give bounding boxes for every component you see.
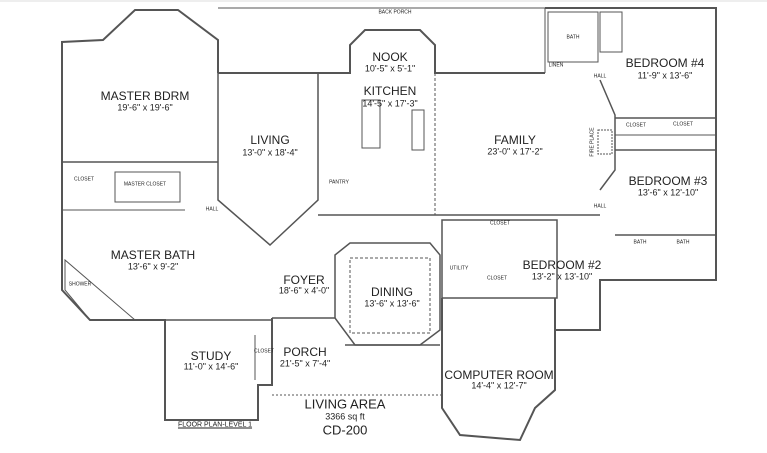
- label-shower: SHOWER: [68, 281, 92, 288]
- room-size-living: 13'-0" x 18'-4": [242, 147, 298, 158]
- room-name-bedroom-2: BEDROOM #2: [522, 258, 602, 272]
- label-bath: BATH: [566, 34, 580, 41]
- computer-room-wall: [441, 298, 556, 442]
- room-size-dining: 13'-6" x 13'-6": [364, 298, 420, 309]
- label-closet: CLOSET: [253, 348, 275, 355]
- label-master-closet: MASTER CLOSET: [123, 181, 167, 188]
- room-name-kitchen: KITCHEN: [363, 84, 417, 98]
- label-utility: UTILITY: [449, 265, 469, 272]
- label-back-porch: BACK PORCH: [378, 9, 412, 16]
- label-bath: BATH: [676, 239, 690, 246]
- porch-wall: [272, 317, 440, 346]
- room-size-family: 23'-0" x 17'-2": [487, 146, 543, 157]
- room-size-foyer: 18'-6" x 4'-0": [278, 285, 330, 296]
- room-size-bedroom-2: 13'-2" x 13'-10": [531, 271, 593, 282]
- room-name-study: STUDY: [190, 349, 232, 363]
- room-name-computer-room: COMPUTER ROOM: [444, 368, 554, 382]
- label-hall: HALL: [593, 73, 607, 80]
- room-size-master-bdrm: 19'-6" x 19'-6": [117, 102, 173, 113]
- room-name-family: FAMILY: [494, 133, 536, 147]
- label-closet: CLOSET: [672, 121, 694, 128]
- room-size-bedroom-4: 11'-9" x 13'-6": [637, 70, 693, 81]
- room-size-study: 11'-0" x 14'-6": [183, 361, 239, 372]
- master-wing-wall: [61, 9, 273, 421]
- label-bath: BATH: [633, 239, 647, 246]
- room-size-computer-room: 14'-4" x 12'-7": [471, 380, 527, 391]
- room-name-master-bdrm: MASTER BDRM: [100, 89, 190, 103]
- room-size-nook: 10'-5" x 5'-1": [364, 63, 416, 74]
- room-name-living: LIVING: [250, 133, 290, 147]
- room-size-porch: 21'-5" x 7'-4": [279, 358, 331, 369]
- label-linen: LINEN: [548, 62, 564, 69]
- room-name-foyer: FOYER: [283, 273, 325, 287]
- room-name-nook: NOOK: [372, 50, 408, 64]
- rear-wall: [218, 29, 545, 74]
- room-name-bedroom-4: BEDROOM #4: [625, 56, 705, 70]
- label-closet: CLOSET: [486, 275, 508, 282]
- dining-wall: [334, 242, 441, 346]
- label-hall: HALL: [205, 206, 219, 213]
- label-closet: CLOSET: [73, 176, 95, 183]
- living-area-label: LIVING AREA: [304, 396, 386, 412]
- room-name-master-bath: MASTER BATH: [110, 248, 196, 262]
- room-size-kitchen: 14'-5" x 17'-3": [362, 98, 418, 109]
- label-closet: CLOSET: [489, 220, 511, 227]
- label-closet: CLOSET: [625, 122, 647, 129]
- plan-code: CD-200: [322, 422, 368, 438]
- living-wall: [217, 73, 319, 247]
- label-fire-place: FIRE PLACE: [589, 127, 596, 157]
- living-area-sqft: 3366 sq ft: [325, 411, 365, 422]
- room-size-bedroom-3: 13'-6" x 12'-10": [637, 187, 699, 198]
- label-hall: HALL: [593, 203, 607, 210]
- room-size-master-bath: 13'-6" x 9'-2": [127, 261, 179, 272]
- label-pantry: PANTRY: [329, 179, 349, 186]
- room-name-dining: DINING: [371, 285, 413, 299]
- room-name-bedroom-3: BEDROOM #3: [628, 174, 708, 188]
- plan-title: FLOOR PLAN-LEVEL 1: [177, 421, 253, 429]
- family-right-wall: [599, 79, 616, 191]
- room-name-porch: PORCH: [283, 345, 327, 359]
